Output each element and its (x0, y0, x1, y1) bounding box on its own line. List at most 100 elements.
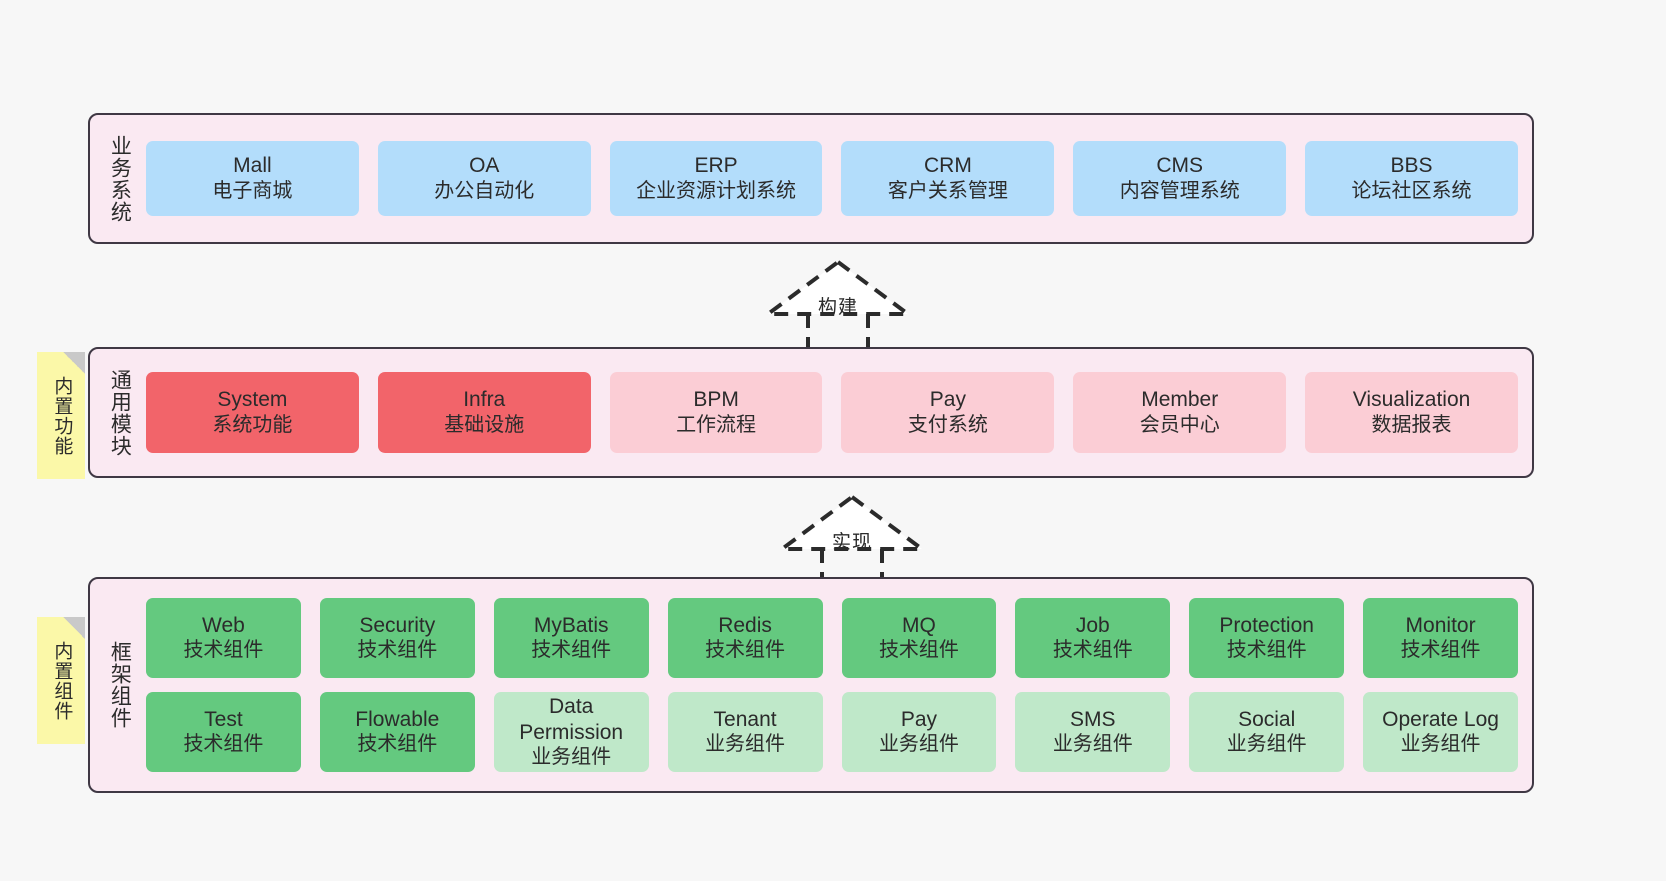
common-modules-row: System 系统功能 Infra 基础设施 BPM 工作流程 Pay 支付系统… (146, 372, 1518, 453)
card-social[interactable]: Social 业务组件 (1189, 692, 1345, 772)
layer-business-system-title: 业务系统 (108, 134, 132, 223)
card-member-cn: 会员中心 (1139, 413, 1220, 436)
card-bbs[interactable]: BBS 论坛社区系统 (1305, 141, 1518, 216)
card-cms-cn: 内容管理系统 (1119, 179, 1240, 202)
layer-business-system: 业务系统 Mall 电子商城 OA 办公自动化 ERP 企业资源计划系统 CRM… (88, 113, 1534, 244)
card-flowable-en: Flowable (355, 707, 440, 731)
layer-framework-components-title: 框架组件 (108, 641, 132, 729)
card-redis-en: Redis (718, 613, 772, 637)
card-crm-en: CRM (923, 154, 972, 178)
card-web-en: Web (202, 613, 245, 637)
card-protection-en: Protection (1219, 613, 1314, 637)
card-cms-en: CMS (1156, 154, 1204, 178)
card-test-cn: 技术组件 (183, 733, 264, 756)
business-system-row: Mall 电子商城 OA 办公自动化 ERP 企业资源计划系统 CRM 客户关系… (146, 141, 1518, 216)
generalization-triangle-icon (775, 494, 929, 551)
card-mq-cn: 技术组件 (878, 639, 959, 662)
card-security-en: Security (359, 613, 436, 637)
card-mq[interactable]: MQ 技术组件 (841, 598, 997, 678)
card-infra-en: Infra (463, 388, 506, 412)
note-fold-corner-icon (63, 617, 85, 639)
card-system-en: System (217, 388, 288, 412)
card-erp-cn: 企业资源计划系统 (636, 179, 797, 202)
card-mq-en: MQ (902, 613, 936, 637)
card-pay-component-en: Pay (900, 707, 938, 731)
connector-implement: 实现 (772, 493, 932, 589)
framework-row-technical: Web 技术组件 Security 技术组件 MyBatis 技术组件 Redi… (146, 598, 1518, 678)
card-pay-component-cn: 业务组件 (878, 733, 959, 756)
card-bbs-en: BBS (1390, 154, 1433, 178)
card-member[interactable]: Member 会员中心 (1073, 372, 1287, 453)
card-web-cn: 技术组件 (183, 639, 264, 662)
card-operate-log[interactable]: Operate Log 业务组件 (1363, 692, 1518, 772)
card-erp-en: ERP (694, 154, 738, 178)
card-monitor[interactable]: Monitor 技术组件 (1363, 598, 1518, 678)
card-tenant[interactable]: Tenant 业务组件 (667, 692, 823, 772)
card-bpm[interactable]: BPM 工作流程 (609, 372, 823, 453)
connector-build: 构建 (758, 258, 918, 354)
card-pay-module-en: Pay (929, 388, 966, 412)
card-job[interactable]: Job 技术组件 (1015, 598, 1171, 678)
card-oa-en: OA (469, 154, 500, 178)
card-data-permission-cn: 业务组件 (531, 746, 612, 769)
card-pay-module[interactable]: Pay 支付系统 (841, 372, 1055, 453)
card-operate-log-cn: 业务组件 (1400, 733, 1481, 756)
card-bbs-cn: 论坛社区系统 (1351, 179, 1472, 202)
card-oa-cn: 办公自动化 (434, 179, 535, 202)
card-mybatis-cn: 技术组件 (531, 639, 612, 662)
card-infra[interactable]: Infra 基础设施 (377, 372, 591, 453)
card-infra-cn: 基础设施 (444, 413, 525, 436)
card-oa[interactable]: OA 办公自动化 (377, 141, 591, 216)
card-flowable[interactable]: Flowable 技术组件 (319, 692, 475, 772)
card-security[interactable]: Security 技术组件 (319, 598, 475, 678)
card-mybatis-en: MyBatis (533, 613, 609, 637)
card-social-cn: 业务组件 (1226, 733, 1307, 756)
card-system-cn: 系统功能 (212, 413, 293, 436)
layer-framework-components: 框架组件 Web 技术组件 Security 技术组件 MyBatis 技术组件… (88, 577, 1534, 793)
card-mall-en: Mall (233, 154, 272, 178)
card-security-cn: 技术组件 (357, 639, 438, 662)
card-monitor-cn: 技术组件 (1400, 639, 1481, 662)
note-builtin-components-label: 内置组件 (51, 640, 73, 721)
note-builtin-features-label: 内置功能 (51, 375, 73, 456)
card-web[interactable]: Web 技术组件 (146, 598, 301, 678)
card-visualization[interactable]: Visualization 数据报表 (1305, 372, 1518, 453)
card-visualization-cn: 数据报表 (1371, 413, 1452, 436)
card-monitor-en: Monitor (1405, 613, 1476, 637)
card-data-permission-en: Data Permission (519, 694, 624, 744)
card-tenant-en: Tenant (713, 707, 777, 731)
card-protection-cn: 技术组件 (1226, 639, 1307, 662)
layer-common-modules-title: 通用模块 (108, 368, 132, 457)
card-sms[interactable]: SMS 业务组件 (1015, 692, 1171, 772)
card-social-en: Social (1238, 707, 1296, 731)
card-mall[interactable]: Mall 电子商城 (146, 141, 359, 216)
card-pay-module-cn: 支付系统 (907, 413, 988, 436)
framework-row-business: Test 技术组件 Flowable 技术组件 Data Permission … (146, 692, 1518, 772)
card-bpm-en: BPM (693, 388, 739, 412)
card-operate-log-en: Operate Log (1382, 707, 1499, 731)
card-visualization-en: Visualization (1352, 388, 1471, 412)
card-cms[interactable]: CMS 内容管理系统 (1073, 141, 1287, 216)
card-erp[interactable]: ERP 企业资源计划系统 (609, 141, 823, 216)
layer-common-modules: 通用模块 System 系统功能 Infra 基础设施 BPM 工作流程 Pay… (88, 347, 1534, 478)
card-protection[interactable]: Protection 技术组件 (1189, 598, 1345, 678)
card-mybatis[interactable]: MyBatis 技术组件 (493, 598, 649, 678)
card-test[interactable]: Test 技术组件 (146, 692, 301, 772)
card-crm-cn: 客户关系管理 (887, 179, 1008, 202)
card-job-cn: 技术组件 (1052, 639, 1133, 662)
card-mall-cn: 电子商城 (212, 179, 293, 202)
card-sms-cn: 业务组件 (1052, 733, 1133, 756)
card-system[interactable]: System 系统功能 (146, 372, 359, 453)
note-builtin-components: 内置组件 (37, 617, 85, 744)
card-data-permission[interactable]: Data Permission 业务组件 (493, 692, 649, 772)
generalization-triangle-icon (761, 259, 915, 316)
layer-common-modules-body: System 系统功能 Infra 基础设施 BPM 工作流程 Pay 支付系统… (140, 357, 1524, 468)
card-sms-en: SMS (1070, 707, 1116, 731)
note-builtin-features: 内置功能 (37, 352, 85, 479)
card-test-en: Test (204, 707, 243, 731)
card-crm[interactable]: CRM 客户关系管理 (841, 141, 1055, 216)
card-member-en: Member (1141, 388, 1219, 412)
card-bpm-cn: 工作流程 (676, 413, 757, 436)
card-pay-component[interactable]: Pay 业务组件 (841, 692, 997, 772)
card-redis[interactable]: Redis 技术组件 (667, 598, 823, 678)
